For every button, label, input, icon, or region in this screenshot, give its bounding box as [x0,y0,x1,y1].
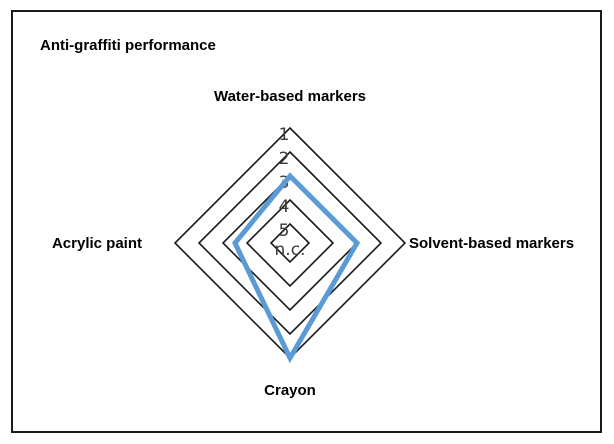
axis-label-solvent-based-markers: Solvent-based markers [409,235,574,252]
radar-series [232,172,361,364]
chart-frame [11,10,602,433]
chart-title: Anti-graffiti performance [40,37,216,54]
series-line-1 [232,172,361,364]
scale-label-5: 5 [279,221,290,241]
axis-label-acrylic-paint: Acrylic paint [52,235,142,252]
scale-label-4: 4 [279,197,290,217]
grid-ring-4 [245,198,335,288]
axis-label-water-based-markers: Water-based markers [214,88,366,105]
scale-label-6: n.c. [275,240,306,260]
scale-label-1: 1 [279,125,290,145]
scale-label-2: 2 [279,149,290,169]
axis-label-crayon: Crayon [264,382,316,399]
grid-ring-2 [197,150,383,336]
grid-ring-5 [269,222,311,264]
